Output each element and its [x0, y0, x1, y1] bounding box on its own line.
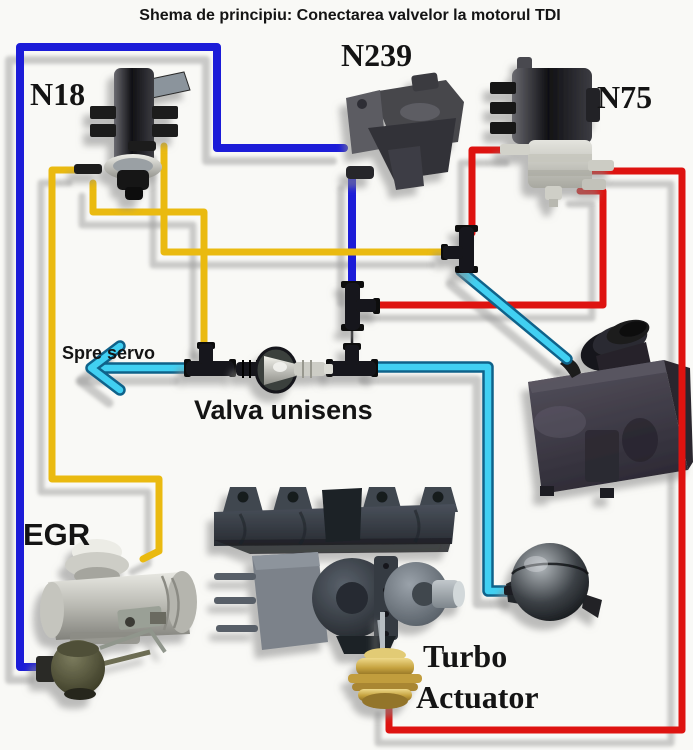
n18-valve-photo [74, 68, 191, 200]
n75-body [512, 68, 592, 144]
turbine-heat-shield [252, 552, 328, 650]
n75-valve-photo [490, 57, 614, 207]
t-connectors [184, 225, 478, 377]
tee-connector-2 [326, 343, 378, 377]
n18-left-barb [74, 164, 102, 174]
n18-body [114, 68, 154, 168]
exhaust-manifold-turbo [214, 487, 465, 656]
turbo-actuator-photo [348, 612, 422, 709]
blue-hose-egr-to-n239 [16, 43, 348, 671]
tee-connector-4 [441, 225, 478, 273]
spre-servo-label: Spre servo [62, 343, 155, 363]
n239-bottom-port [346, 166, 374, 179]
egr-valve-photo [36, 539, 197, 700]
n239-valve-photo [346, 72, 464, 190]
cyan-hose-tee4-to-airbox [457, 267, 571, 363]
turbo-actuator-label-line2: Actuator [416, 679, 539, 715]
valva-unisens-label: Valva unisens [194, 395, 373, 425]
left-arrow-icon [87, 342, 124, 394]
yellow-hose-n18-to-tee3 [89, 179, 208, 348]
cyan-lines [85, 265, 573, 597]
n75-right-barb-upper [588, 160, 614, 171]
n239-label: N239 [341, 37, 412, 73]
diagram-title: Shema de principiu: Conectarea valvelor … [139, 7, 560, 24]
n75-left-barb [500, 144, 530, 155]
tee-connector-3 [184, 342, 236, 377]
tee-connector-1 [341, 281, 380, 331]
cyan-hose-tee2-to-reservoir [370, 363, 520, 595]
compressor-snout [432, 580, 460, 608]
n18-right-barb [128, 141, 156, 151]
n75-right-barb-lower [582, 179, 606, 190]
turbo-actuator-label-line1: Turbo [423, 638, 507, 674]
n75-label: N75 [597, 79, 652, 115]
yellow-hose-n18-to-egr [48, 166, 163, 563]
turbo-studs [214, 573, 258, 632]
air-filter-box [528, 319, 693, 498]
egr-label: EGR [23, 517, 90, 552]
yellow-hose-n18-to-tee4 [160, 142, 447, 256]
red-hose-n75-to-actuator [385, 167, 686, 734]
vacuum-reservoir-sphere [504, 543, 602, 621]
egr-pot-bracket [36, 656, 56, 682]
egr-linkage [99, 627, 167, 654]
reservoir-ball [511, 543, 589, 621]
n18-label: N18 [30, 76, 85, 112]
actuator-can [356, 658, 414, 676]
hoses [16, 43, 686, 734]
manifold-center-web [322, 488, 362, 542]
one-way-valve [236, 346, 333, 394]
labels: Shema de principiu: Conectarea valvelor … [23, 7, 652, 715]
red-hose-tee1-to-n75 [365, 187, 607, 309]
spre-servo-arrow [85, 340, 192, 396]
airbox-body [528, 360, 688, 494]
